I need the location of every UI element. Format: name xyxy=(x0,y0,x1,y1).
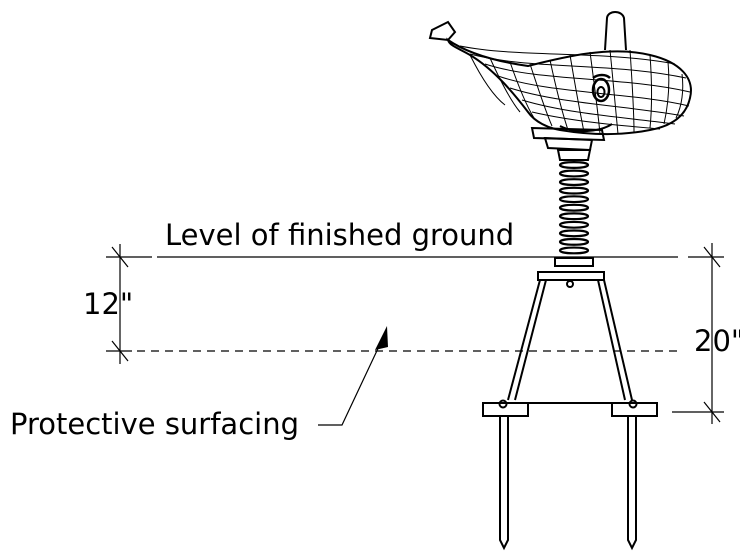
whale-eye-outer xyxy=(591,77,611,103)
spring-coil xyxy=(558,246,590,255)
surfacing-leader xyxy=(318,326,388,426)
anchor-depth-dimension xyxy=(672,243,724,424)
spring-coil xyxy=(558,220,590,229)
frame-foot-right xyxy=(611,402,658,417)
foot-bolt-left xyxy=(498,399,508,409)
frame-top-plate xyxy=(537,271,605,281)
anchor-depth-label: 20" xyxy=(694,324,740,358)
spring-top-mount xyxy=(556,149,592,161)
leader-arrowhead xyxy=(375,326,388,350)
spring-coil xyxy=(558,229,590,238)
leader-line xyxy=(318,339,383,426)
whale-eye-inner xyxy=(596,86,606,98)
whale-base-collar xyxy=(543,136,594,152)
spring-coil xyxy=(558,203,590,212)
mounting-frame xyxy=(482,271,658,551)
spring-coil xyxy=(558,169,590,178)
spring-coil xyxy=(558,212,590,221)
whale-mouth xyxy=(559,123,613,132)
spring-coil xyxy=(558,237,590,246)
spring-bottom-mount xyxy=(554,257,594,267)
spring-coils xyxy=(558,161,590,255)
whale-base-plate xyxy=(530,126,606,142)
surfacing-depth-label: 12" xyxy=(83,287,133,321)
whale-mesh-horizontal xyxy=(459,45,691,130)
coil-spring xyxy=(554,149,594,267)
whale-seat xyxy=(428,11,692,152)
whale-body-outline xyxy=(446,37,692,136)
frame-leg-right xyxy=(597,279,633,401)
anchor-left xyxy=(499,416,509,551)
anchor-right xyxy=(627,416,637,551)
protective-surfacing-label: Protective surfacing xyxy=(10,407,299,441)
frame-leg-left xyxy=(507,279,547,401)
spring-coil xyxy=(558,195,590,204)
whale-fin xyxy=(604,11,627,51)
whale-tail xyxy=(428,20,457,42)
spring-coil xyxy=(558,178,590,187)
spring-coil xyxy=(558,186,590,195)
spring-coil xyxy=(558,161,590,169)
frame-bolt xyxy=(566,280,574,288)
surfacing-depth-dimension xyxy=(106,244,152,364)
ground-level-label: Level of finished ground xyxy=(165,218,514,252)
foot-bolt-right xyxy=(628,399,638,409)
whale-eye-brow xyxy=(592,73,611,80)
